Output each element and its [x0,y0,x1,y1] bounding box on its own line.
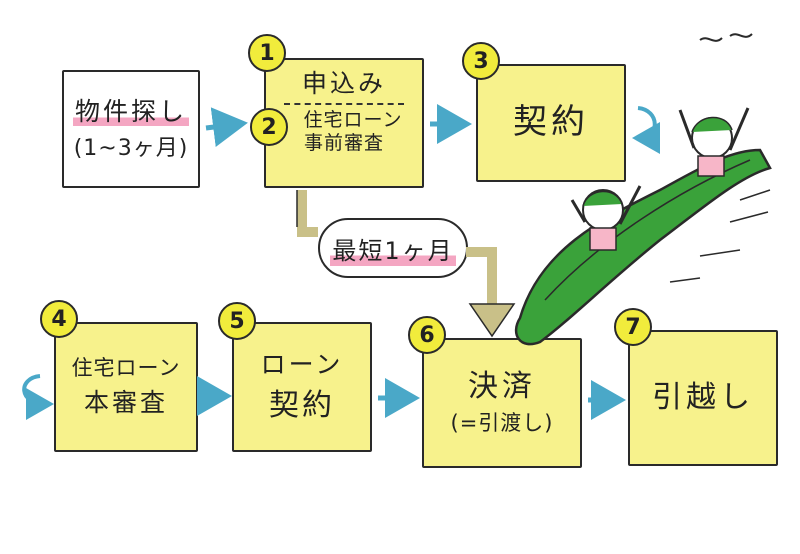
loan-contract-line1: ローン [260,350,344,380]
step-number-6: 6 [408,316,446,354]
shortest-one-month-bubble: 最短1ヶ月 [318,218,468,278]
step-property-search-box: 物件探し (1~3ヶ月) [62,70,200,188]
final-screening-line2: 本審査 [83,387,168,417]
person-back-icon [678,107,750,177]
step-number-5: 5 [218,302,256,340]
step-number-7: 7 [614,308,652,346]
step-final-screening-box: 住宅ローン 本審査 [54,322,198,452]
curl-arrow-contract-icon [632,106,661,154]
shortcut-arrow-to-settlement [296,190,516,338]
step-settlement-box: 決済 (=引渡し) [422,338,582,468]
step-contract-box: 契約 [476,64,626,182]
step-number-3: 3 [462,42,500,80]
moving-label: 引越し [652,379,754,415]
curl-arrow-final-screening-icon [22,374,54,420]
property-search-duration: (1~3ヶ月) [73,135,189,161]
step-loan-contract-box: ローン 契約 [232,322,372,452]
contract-label: 契約 [513,102,589,143]
application-label: 申込み [301,69,386,98]
step-number-1: 1 [248,34,286,72]
arrow-search-to-application [205,107,248,147]
slide-illustration [514,33,772,346]
settlement-line1: 決済 [468,368,536,404]
settlement-line2: (=引渡し) [450,411,554,436]
step-moving-box: 引越し [628,330,778,466]
pre-screening-line1: 住宅ローン [303,108,403,131]
dashed-divider [284,102,404,105]
property-search-label: 物件探し [72,97,189,126]
step-number-2: 2 [250,108,288,146]
final-screening-line1: 住宅ローン [71,355,181,380]
step-number-4: 4 [40,300,78,338]
loan-contract-line2: 契約 [269,387,335,423]
shortest-one-month-label: 最短1ヶ月 [330,230,456,266]
pre-screening-line2: 事前審査 [303,132,384,155]
person-front-icon [570,185,642,251]
